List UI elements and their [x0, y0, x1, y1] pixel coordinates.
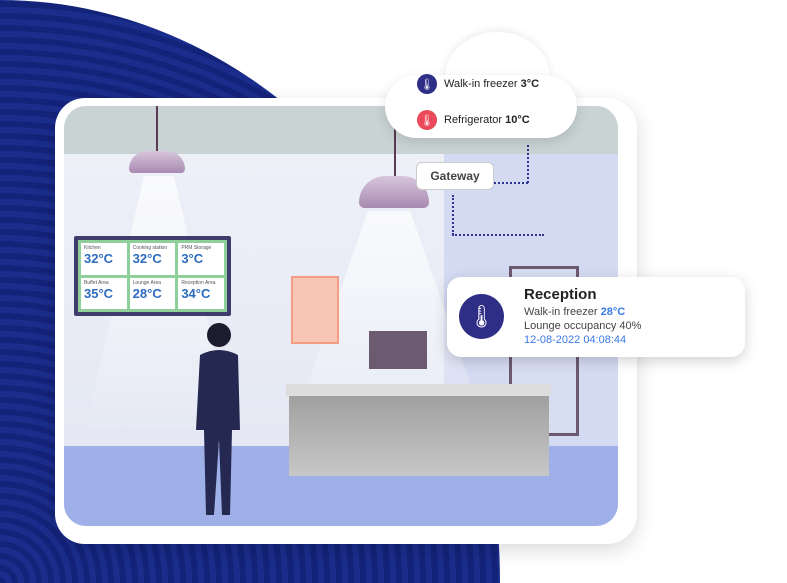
gateway-box: Gateway	[416, 162, 494, 190]
ceiling-lamp	[129, 151, 185, 173]
cell-temp: 32°C	[84, 251, 114, 266]
occupancy-text: Lounge occupancy 40%	[524, 320, 642, 332]
item-value: 3°C	[520, 78, 540, 90]
connection-line	[452, 234, 544, 236]
cell-name: Cooking station	[132, 245, 168, 251]
desk-top	[286, 384, 551, 396]
thermometer-icon: 🌡	[417, 74, 437, 94]
connection-line	[527, 145, 529, 183]
card-title: Reception	[524, 286, 597, 303]
cell-temp: 35°C	[84, 285, 114, 301]
cell-temp: 34°C	[181, 285, 211, 301]
cloud-item-refrigerator: 🌡 Refrigerator 10°C	[417, 110, 530, 130]
item-label: Walk-in freezer	[444, 78, 518, 90]
connection-line	[494, 182, 528, 184]
thermometer-icon: 🌡	[417, 110, 437, 130]
timestamp: 12-08-2022 04:08:44	[524, 334, 627, 346]
freezer-reading: Walk-in freezer 28°C	[524, 305, 641, 319]
reception-card: 🌡 Reception Walk-in freezer 28°C Lounge …	[447, 277, 745, 357]
connection-line	[452, 195, 454, 235]
cloud: 🌡 Walk-in freezer 3°C 🌡 Refrigerator 10°…	[385, 32, 577, 140]
reception-desk	[289, 386, 549, 476]
freezer-value: 28°C	[600, 306, 626, 318]
cell-name: Lounge Area	[132, 279, 162, 286]
cloud-item-freezer: 🌡 Walk-in freezer 3°C	[417, 74, 539, 94]
wall-poster	[291, 276, 339, 344]
cell-name: Reception Area	[181, 279, 216, 286]
item-value: 10°C	[505, 114, 530, 126]
freezer-label: Walk-in freezer	[524, 306, 598, 318]
cell-name: Buffet Area	[84, 279, 109, 286]
lamp-cord	[394, 106, 396, 176]
lamp-cord	[156, 106, 158, 151]
cell-temp: 3°C	[181, 251, 204, 266]
cell-name: PRM Storage	[181, 245, 212, 251]
cell-name: Kitchen	[84, 245, 101, 251]
thermometer-icon: 🌡	[459, 294, 504, 339]
pos-monitor	[369, 331, 427, 369]
item-label: Refrigerator	[444, 114, 503, 126]
cell-temp: 28°C	[132, 285, 162, 301]
person-figure	[196, 323, 240, 515]
cell-temp: 32°C	[132, 251, 162, 266]
